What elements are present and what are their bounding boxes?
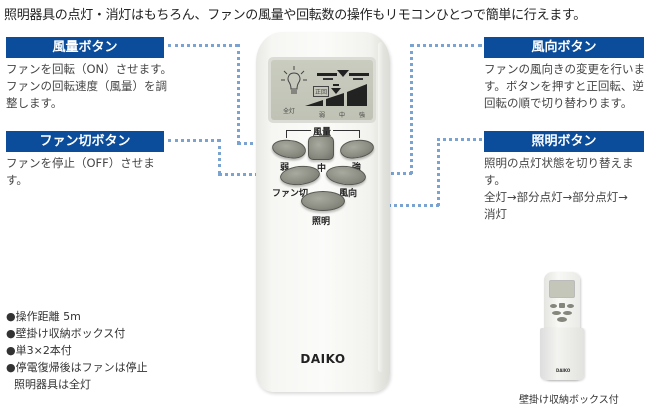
mini-button [557, 317, 567, 322]
wind-volume-banner: 風量ボタン [6, 37, 164, 58]
lighting-title: 照明ボタン [531, 134, 597, 149]
lcd-mode-label: 正回 [313, 86, 330, 97]
wall-storage-box: DAIKO [540, 328, 584, 380]
spec-list: ●操作距離 5m ●壁掛け収納ボックス付 ●単3×2本付 ●停電復帰後はファンは… [6, 308, 148, 393]
down-arrow-icon [331, 84, 341, 94]
wind-direction-title: 風向ボタン [531, 40, 597, 55]
strong-button[interactable] [338, 137, 376, 161]
lcd-speed-strong: 強 [359, 112, 366, 119]
wind-direction-banner: 風向ボタン [484, 37, 644, 58]
light-button[interactable] [301, 191, 345, 211]
wind-volume-title: 風量ボタン [52, 40, 118, 55]
direction-label: 風向 [339, 189, 358, 199]
fan-off-label: ファン切 [272, 189, 309, 199]
lighting-banner: 照明ボタン [484, 131, 644, 152]
connector-wind-volume-v [237, 44, 240, 144]
lcd-speed-medium: 中 [339, 112, 346, 119]
spec-item: 照明器具は全灯 [14, 378, 91, 391]
fan-blades-icon [317, 70, 369, 80]
medium-button[interactable] [308, 136, 334, 160]
lcd-speed-weak: 弱 [319, 112, 326, 119]
remote-brand-logo: DAIKO [300, 352, 346, 366]
mini-button [559, 303, 565, 308]
remote-side-edge [378, 42, 384, 372]
wind-volume-group-label: 風量 [311, 125, 334, 138]
mini-lcd [549, 280, 575, 298]
connector-wind-direction-h1 [410, 44, 482, 47]
light-bulb-icon [281, 66, 307, 94]
connector-wind-direction-h2 [384, 172, 412, 175]
weak-button[interactable] [270, 137, 308, 161]
lighting-desc: 照明の点灯状態を切り替えます。 全灯→部分点灯→部分点灯→ 消灯 [484, 156, 634, 221]
spec-item: ●操作距離 5m [6, 310, 81, 323]
mini-button [567, 304, 574, 308]
fan-off-title: ファン切ボタン [39, 134, 131, 149]
connector-fan-off-v [218, 139, 221, 174]
remote-control: 全灯 正回 弱 中 強 風量 弱 中 強 ファン [256, 32, 390, 392]
lcd-light-label: 全灯 [283, 108, 296, 115]
speed-bars-icon [305, 84, 367, 106]
wind-volume-desc: ファンを回転（ON）させます。 ファンの回転速度（風量）を調 整します。 [6, 62, 173, 110]
wind-direction-desc: ファンの風向きの変更を行いま す。ボタンを押すと正回転、逆 回転の順で切り替わり… [484, 62, 645, 110]
fan-off-desc: ファンを停止（OFF）させます。 [6, 156, 155, 187]
connector-lighting-h1 [437, 138, 482, 141]
mini-button [550, 304, 557, 308]
mini-remote-caption: 壁掛け収納ボックス付 [519, 395, 619, 406]
spec-item: ●停電復帰後はファンは停止 [6, 361, 148, 374]
mini-button [552, 311, 561, 315]
connector-fan-off-h1 [168, 139, 220, 142]
connector-wind-direction-v [410, 44, 413, 174]
headline: 照明器具の点灯・消灯はもちろん、ファンの風量や回転数の操作もリモコンひとつで簡単… [4, 8, 586, 23]
fan-off-banner: ファン切ボタン [6, 131, 164, 152]
mini-button [563, 311, 572, 315]
mini-brand-logo: DAIKO [556, 368, 571, 373]
spec-item: ●単3×2本付 [6, 344, 72, 357]
connector-fan-off-h2 [218, 173, 278, 176]
connector-lighting-v [437, 138, 440, 206]
weak-label: 弱 [280, 163, 290, 173]
connector-wind-volume-h1 [168, 44, 238, 47]
connector-lighting-h2 [352, 204, 439, 207]
connector-wind-volume-h2 [237, 142, 273, 145]
medium-label: 中 [317, 164, 327, 174]
light-label: 照明 [312, 217, 331, 227]
lcd-display: 全灯 正回 弱 中 強 [268, 57, 376, 123]
spec-item: ●壁掛け収納ボックス付 [6, 327, 126, 340]
